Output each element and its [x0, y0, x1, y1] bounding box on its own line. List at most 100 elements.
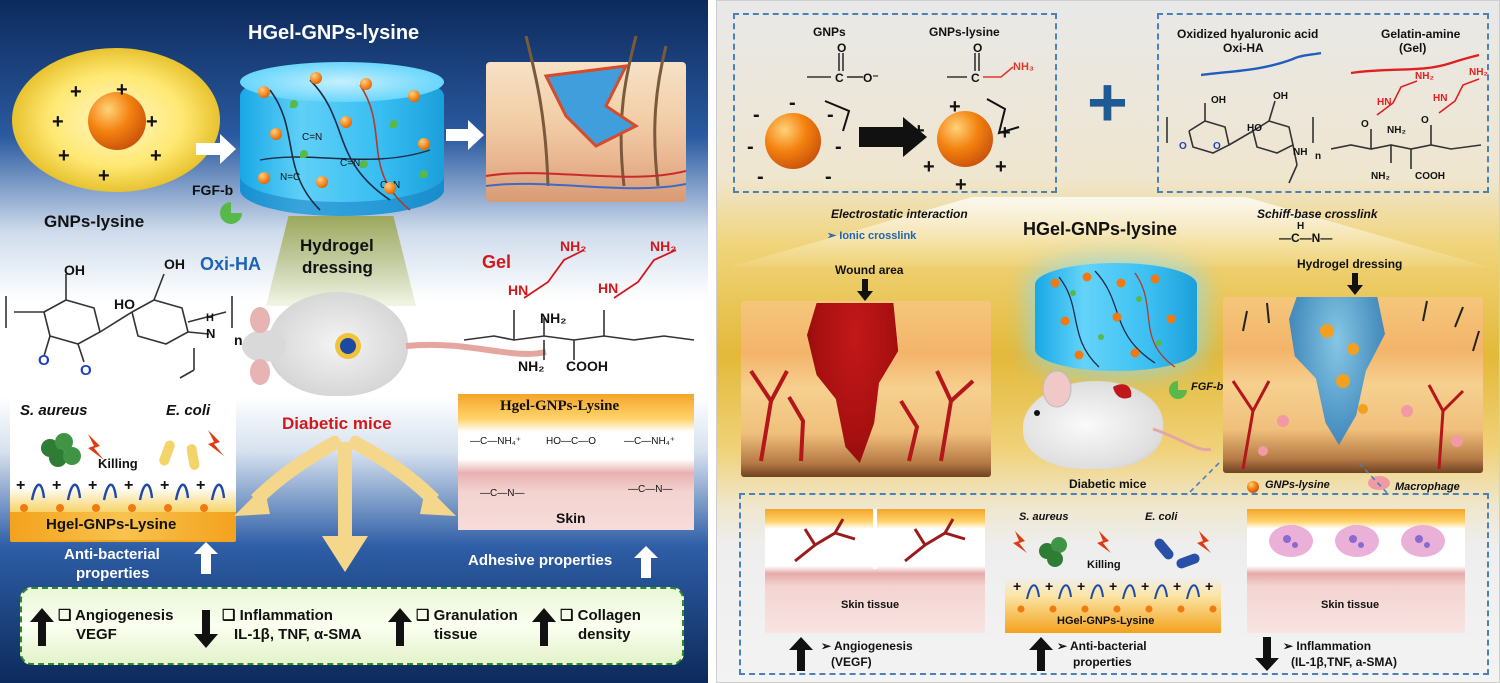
positive-charges: + + + + + + [913, 97, 1023, 196]
svg-text:N=C: N=C [280, 172, 300, 183]
oxi-ha-structure-right [1166, 100, 1314, 184]
projection-beam [266, 216, 416, 306]
gel-title-2: (Gel) [1399, 41, 1427, 55]
left-title: HGel-GNPs-lysine [248, 22, 420, 44]
gold-nanoparticle [88, 92, 146, 150]
nanoparticle-dot [360, 78, 372, 90]
up-arrow-icon [194, 542, 218, 574]
oxi-ha-structure [5, 273, 233, 379]
svg-text:+: + [1077, 578, 1085, 594]
e-coli-label-right: E. coli [1145, 511, 1178, 523]
nanoparticle-dot [258, 172, 270, 184]
down-arrow-icon [857, 279, 873, 301]
skin-panel-title: Hgel-GNPs-Lysine [500, 398, 620, 414]
negative-charge-icon: - [789, 92, 796, 114]
chem-nh2-mid: NH₂ [540, 310, 567, 326]
svg-text:+: + [160, 477, 169, 494]
hgel-bar-label: Hgel-GNPs-Lysine [46, 516, 177, 533]
gel-label: Gel [482, 252, 512, 272]
gel-structure-right [1331, 78, 1482, 169]
hgel-bar [10, 512, 236, 540]
outcomes-box [739, 493, 1489, 675]
mouse-details-right [1034, 370, 1212, 452]
skin-details [486, 36, 686, 190]
fgf-dot [300, 150, 308, 158]
fgf-dot [390, 120, 398, 128]
antibacterial-label-1: Anti-bacterial [64, 546, 160, 563]
bacteria-icon [41, 430, 224, 470]
result-sub: VEGF [76, 626, 117, 643]
bottom-text-a2: (VEGF) [831, 655, 872, 669]
nanoparticle-dot [408, 90, 420, 102]
skin-group-4: —C—N— [480, 488, 525, 499]
connector-lines [1186, 462, 1390, 496]
chem-o2: O [1213, 141, 1221, 152]
up-arrow-icon [30, 608, 54, 646]
hydrogel-dressing-label: Hydrogel dressing [1297, 257, 1403, 271]
e-coli-label: E. coli [166, 402, 211, 419]
nanoparticle-dot [384, 182, 396, 194]
down-arrow-icon [1255, 637, 1279, 671]
bottom-text-b1: ➢ Anti-bacterial [1057, 639, 1147, 653]
positive-charge-icon: + [955, 174, 967, 196]
svg-text:+: + [1173, 578, 1181, 594]
gel-title-1: Gelatin-amine [1381, 27, 1461, 41]
polymer-lines [1201, 51, 1480, 77]
chem-nh2-bot: NH₂ [518, 358, 545, 374]
negative-charge-icon: - [753, 104, 760, 126]
chem-nh2-top2: NH₂ [650, 238, 677, 254]
result-item-inflammation: ❏ Inflammation IL-1β, TNF, α-SMA [194, 604, 394, 656]
treated-skin-details [1231, 300, 1480, 470]
up-arrow-icon [789, 637, 813, 671]
result-title: ❏ Inflammation [222, 607, 333, 624]
gnp-positive [937, 111, 993, 167]
gnps-lysine-label: GNPs-lysine [929, 25, 1000, 39]
macrophage-legend: Macrophage [1395, 481, 1460, 493]
schiff-h: H [1297, 221, 1305, 232]
gnps-box [733, 13, 1057, 193]
svg-text:+: + [1205, 578, 1213, 594]
positive-charge-icon: + [58, 145, 70, 167]
hydrogel-label-1: Hydrogel [300, 236, 374, 255]
chem-o4: O [1421, 115, 1429, 126]
chem-ho: HO [114, 296, 135, 312]
bottom-text-b2: properties [1073, 655, 1132, 669]
fgf-dot [290, 100, 298, 108]
gnps-lysine-label: GNPs-lysine [44, 212, 145, 231]
bacteria-icon-right: +++ ++++ [1013, 531, 1217, 613]
chem-nh2a: NH₂ [1415, 71, 1434, 82]
up-arrow-icon [532, 608, 556, 646]
polymer-chain-row: +++ +++ [16, 477, 226, 512]
fgf-dot [420, 170, 428, 178]
up-arrow-icon [634, 546, 658, 578]
right-figure-panel: GNPs GNPs-lysine O C O⁻ O C NH₃ - - - - … [716, 0, 1500, 683]
positive-charge-icon: + [52, 111, 64, 133]
hydrogel-label-2: dressing [302, 258, 373, 277]
fgf-b-icon [220, 202, 242, 224]
up-arrow-icon [1029, 637, 1053, 671]
plus-icon: + [1087, 63, 1128, 141]
positive-charge-icon: + [146, 111, 158, 133]
result-title: ❏ Collagen [560, 607, 641, 624]
positive-charge-icon: + [995, 156, 1007, 178]
down-arrow-icon [194, 610, 218, 648]
gnp-negative [765, 113, 821, 169]
positive-charge-icon: + [116, 79, 128, 101]
svg-text:+: + [52, 477, 61, 494]
chem-o3: O [1361, 119, 1369, 130]
chem-o1: O [1179, 141, 1187, 152]
s-aureus-label-right: S. aureus [1019, 511, 1069, 523]
right-arrow-icon [196, 134, 236, 164]
oxi-title-2: Oxi-HA [1223, 41, 1264, 55]
positive-charge-icon: + [150, 145, 162, 167]
chem-oh1: OH [1211, 95, 1226, 106]
chem-c2: C [971, 71, 980, 85]
diabetic-mice-label: Diabetic mice [282, 414, 392, 433]
diabetic-mice-label-right: Diabetic mice [1069, 477, 1147, 491]
outcome-arrows [234, 436, 456, 572]
svg-text:C=N: C=N [302, 132, 322, 143]
oxi-title-1: Oxidized hyaluronic acid [1177, 27, 1319, 41]
chem-hn-2: HN [598, 280, 619, 296]
chem-nh2c: NH₂ [1387, 125, 1406, 136]
negative-charge-icon: - [827, 104, 834, 126]
